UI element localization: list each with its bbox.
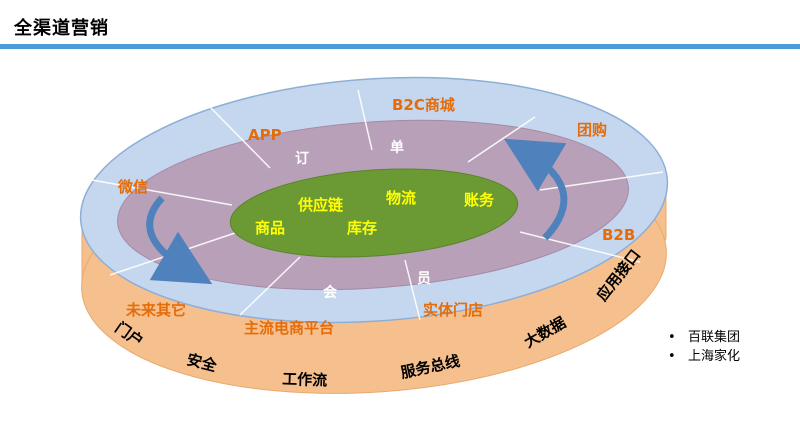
- label-physical-store: 实体门店: [423, 301, 483, 319]
- label-hui: 会: [323, 284, 338, 301]
- label-group-buy: 团购: [577, 121, 607, 139]
- label-logistics: 物流: [386, 189, 416, 207]
- label-future-other: 未来其它: [125, 301, 186, 319]
- bullet-dot-icon: •: [668, 349, 676, 364]
- label-inventory: 库存: [347, 219, 377, 237]
- left-cycle-arrow: [146, 195, 213, 285]
- label-accounts: 账务: [464, 191, 495, 209]
- bullet-text: 百联集团: [688, 330, 741, 345]
- label-workflow: 工作流: [282, 370, 328, 390]
- bullet-item: • 百联集团: [668, 328, 740, 347]
- bullet-dot-icon: •: [668, 330, 676, 345]
- label-yuan: 员: [417, 271, 431, 287]
- core-ellipse: [229, 168, 519, 258]
- slide-title: 全渠道营销: [14, 18, 109, 39]
- bullet-item: • 上海家化: [668, 347, 740, 366]
- title-rule: [0, 44, 800, 49]
- label-b2b: B2B: [602, 226, 635, 244]
- label-wechat: 微信: [117, 178, 148, 196]
- bullet-list: • 百联集团 • 上海家化: [668, 328, 740, 366]
- label-b2c-mall: B2C商城: [392, 96, 455, 114]
- label-main-ecommerce: 主流电商平台: [244, 319, 334, 337]
- label-dan: 单: [390, 139, 404, 156]
- bullet-text: 上海家化: [688, 349, 741, 364]
- label-ding: 订: [295, 150, 309, 167]
- label-products: 商品: [255, 219, 285, 237]
- right-cycle-arrow: [503, 138, 568, 241]
- label-supply-chain: 供应链: [297, 196, 344, 214]
- label-app: APP: [248, 126, 282, 144]
